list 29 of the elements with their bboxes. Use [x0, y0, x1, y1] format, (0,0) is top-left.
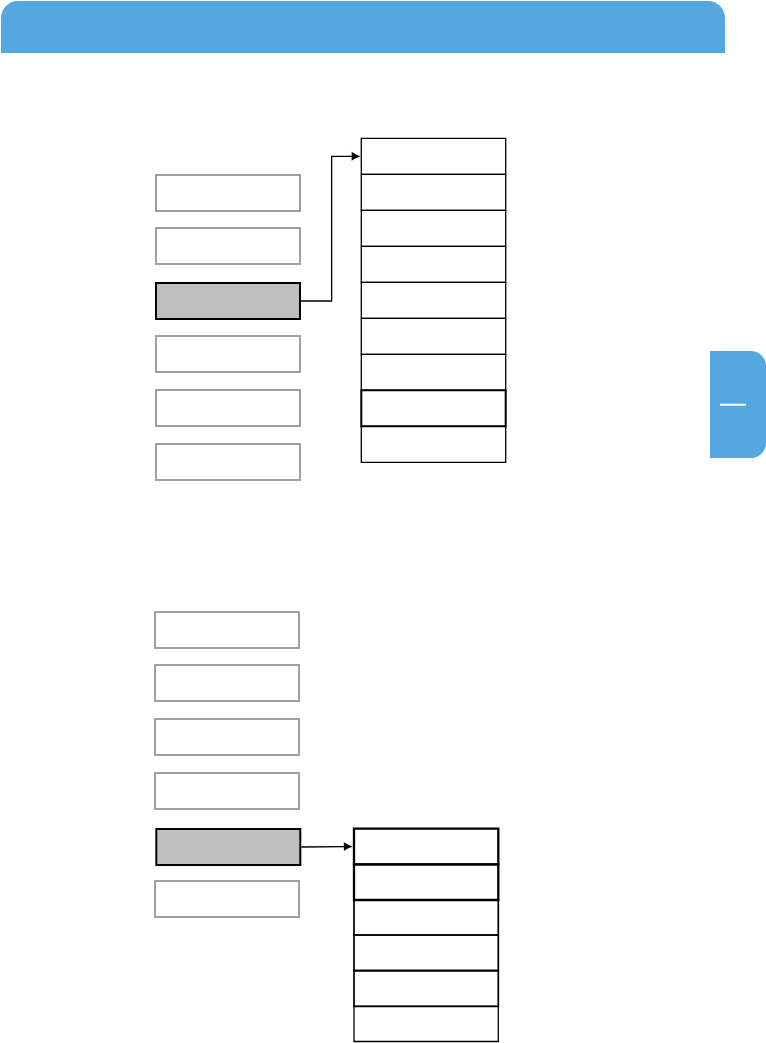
- list-row-box: [360, 389, 507, 428]
- arrow: [300, 152, 360, 302]
- menu-box: [154, 772, 300, 810]
- highlighted-menu-box: [155, 282, 301, 320]
- list-row-box: [352, 827, 500, 866]
- list-row-box: [360, 281, 507, 319]
- list-row-box: [352, 863, 500, 902]
- list-row-box: [360, 137, 507, 175]
- list-row-box: [360, 353, 507, 391]
- menu-box: [154, 718, 300, 756]
- list-row-box: [353, 934, 500, 972]
- list-row-box: [353, 969, 500, 1008]
- list-row-box: [360, 173, 507, 211]
- list-row-box: [360, 209, 507, 247]
- list-row-box: [360, 317, 507, 355]
- highlighted-menu-box: [155, 828, 302, 866]
- menu-box: [155, 335, 301, 373]
- list-row-box: [360, 425, 507, 463]
- menu-box: [155, 227, 301, 265]
- menu-box: [154, 611, 300, 649]
- list-row-box: [360, 245, 507, 283]
- menu-box: [155, 443, 301, 481]
- menu-box: [155, 389, 301, 427]
- menu-box: [154, 664, 300, 702]
- menu-box: [155, 174, 301, 212]
- list-row-box: [353, 1005, 499, 1043]
- list-row-box: [353, 899, 500, 936]
- menu-box: [154, 880, 300, 918]
- arrow: [300, 842, 352, 851]
